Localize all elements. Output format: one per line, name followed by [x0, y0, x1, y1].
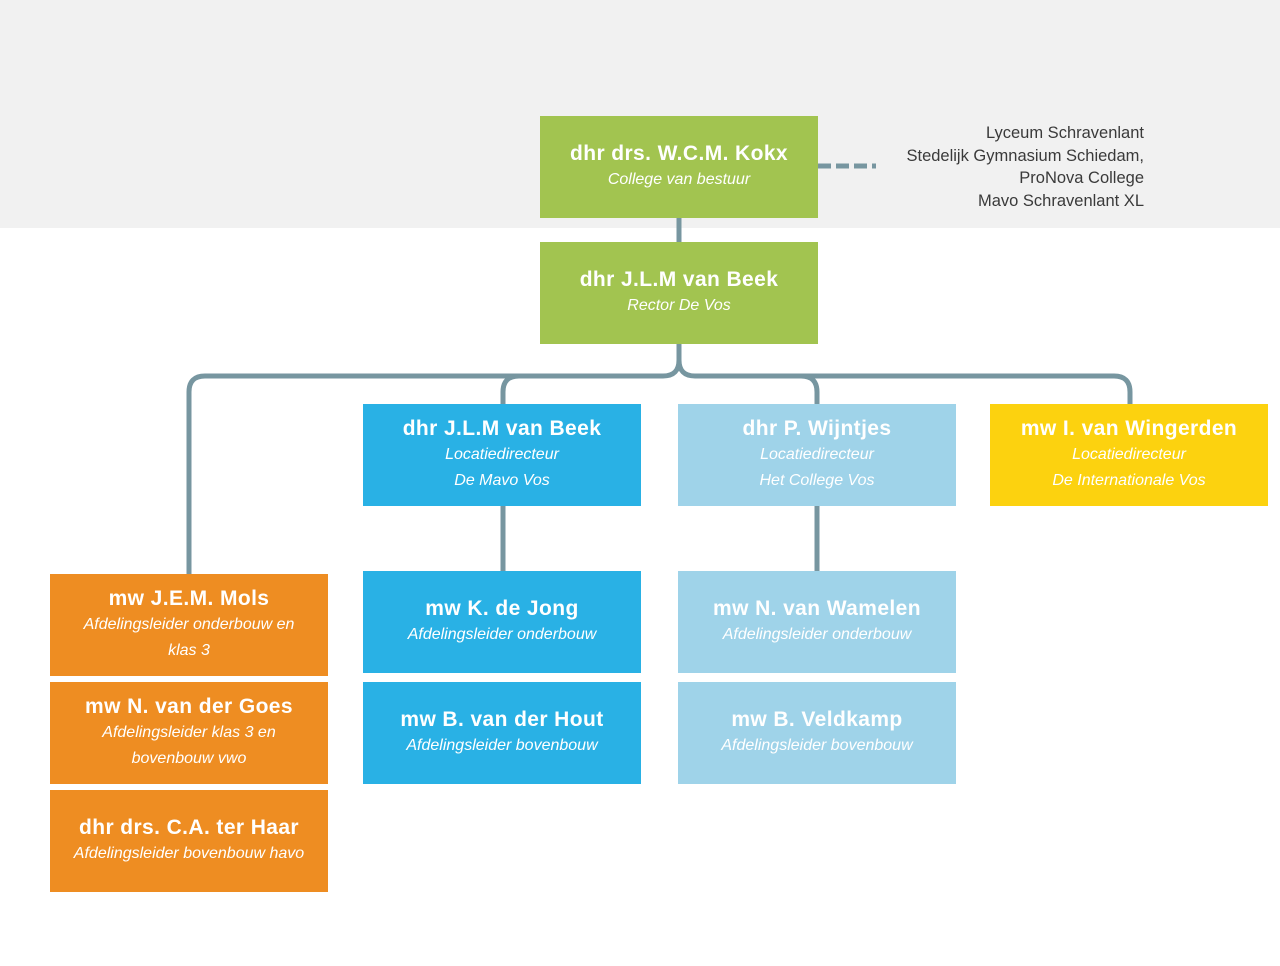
connector-branch-right — [676, 359, 1133, 404]
mavo-leader-box: mw K. de Jong Afdelingsleider onderbouw — [363, 571, 641, 673]
lower-leader-box: mw N. van der Goes Afdelingsleider klas … — [50, 682, 328, 784]
director-college-name: dhr P. Wijntjes — [742, 417, 892, 440]
board-box: dhr drs. W.C.M. Kokx College van bestuur — [540, 116, 818, 218]
connector-branch-mavo — [500, 373, 520, 404]
director-college-location: Het College Vos — [759, 472, 875, 489]
lower-leader-role: Afdelingsleider bovenbouw havo — [73, 845, 305, 862]
rector-box: dhr J.L.M van Beek Rector De Vos — [540, 242, 818, 344]
lower-leader-name: dhr drs. C.A. ter Haar — [78, 816, 300, 839]
rector-role: Rector De Vos — [627, 297, 731, 314]
schools-list: Lyceum Schravenlant Stedelijk Gymnasium … — [880, 122, 1144, 212]
rector-name: dhr J.L.M van Beek — [579, 268, 779, 291]
school-item: Stedelijk Gymnasium Schiedam, — [906, 146, 1144, 165]
director-college-box: dhr P. Wijntjes Locatiedirecteur Het Col… — [678, 404, 956, 506]
college-leader-name: mw N. van Wamelen — [713, 597, 921, 620]
director-college-role: Locatiedirecteur — [760, 446, 874, 463]
director-mavo-role: Locatiedirecteur — [445, 446, 559, 463]
school-item: Mavo Schravenlant XL — [977, 191, 1144, 210]
mavo-leader-name: mw B. van der Hout — [400, 708, 604, 731]
director-mavo-location: De Mavo Vos — [454, 472, 550, 489]
mavo-leader-name: mw K. de Jong — [425, 597, 579, 620]
director-international-location: De Internationale Vos — [1052, 472, 1206, 489]
lower-leader-role: Afdelingsleider klas 3 en — [102, 724, 276, 741]
connector-branch-college — [800, 373, 820, 404]
mavo-leader-box: mw B. van der Hout Afdelingsleider boven… — [363, 682, 641, 784]
board-role: College van bestuur — [607, 171, 751, 188]
college-leader-role: Afdelingsleider bovenbouw — [721, 737, 913, 754]
lower-leader-role: klas 3 — [168, 642, 210, 659]
lower-leader-name: mw J.E.M. Mols — [108, 587, 270, 610]
connector-branch-left — [186, 359, 682, 576]
director-international-role: Locatiedirecteur — [1072, 446, 1186, 463]
lower-leader-role: Afdelingsleider onderbouw en — [83, 616, 295, 633]
director-mavo-name: dhr J.L.M van Beek — [402, 417, 602, 440]
mavo-leader-role: Afdelingsleider onderbouw — [407, 626, 597, 643]
college-leader-name: mw B. Veldkamp — [731, 708, 903, 731]
lower-leader-role: bovenbouw vwo — [131, 750, 247, 767]
lower-leader-box: mw J.E.M. Mols Afdelingsleider onderbouw… — [50, 574, 328, 676]
college-leader-role: Afdelingsleider onderbouw — [722, 626, 912, 643]
director-international-name: mw I. van Wingerden — [1020, 417, 1238, 440]
board-name: dhr drs. W.C.M. Kokx — [569, 142, 789, 165]
lower-leader-name: mw N. van der Goes — [85, 695, 293, 718]
college-leader-box: mw N. van Wamelen Afdelingsleider onderb… — [678, 571, 956, 673]
mavo-leader-role: Afdelingsleider bovenbouw — [406, 737, 598, 754]
school-item: ProNova College — [1019, 169, 1144, 187]
school-item: Lyceum Schravenlant — [985, 124, 1144, 142]
director-mavo-box: dhr J.L.M van Beek Locatiedirecteur De M… — [363, 404, 641, 506]
director-international-box: mw I. van Wingerden Locatiedirecteur De … — [990, 404, 1268, 506]
lower-leader-box: dhr drs. C.A. ter Haar Afdelingsleider b… — [50, 790, 328, 892]
college-leader-box: mw B. Veldkamp Afdelingsleider bovenbouw — [678, 682, 956, 784]
